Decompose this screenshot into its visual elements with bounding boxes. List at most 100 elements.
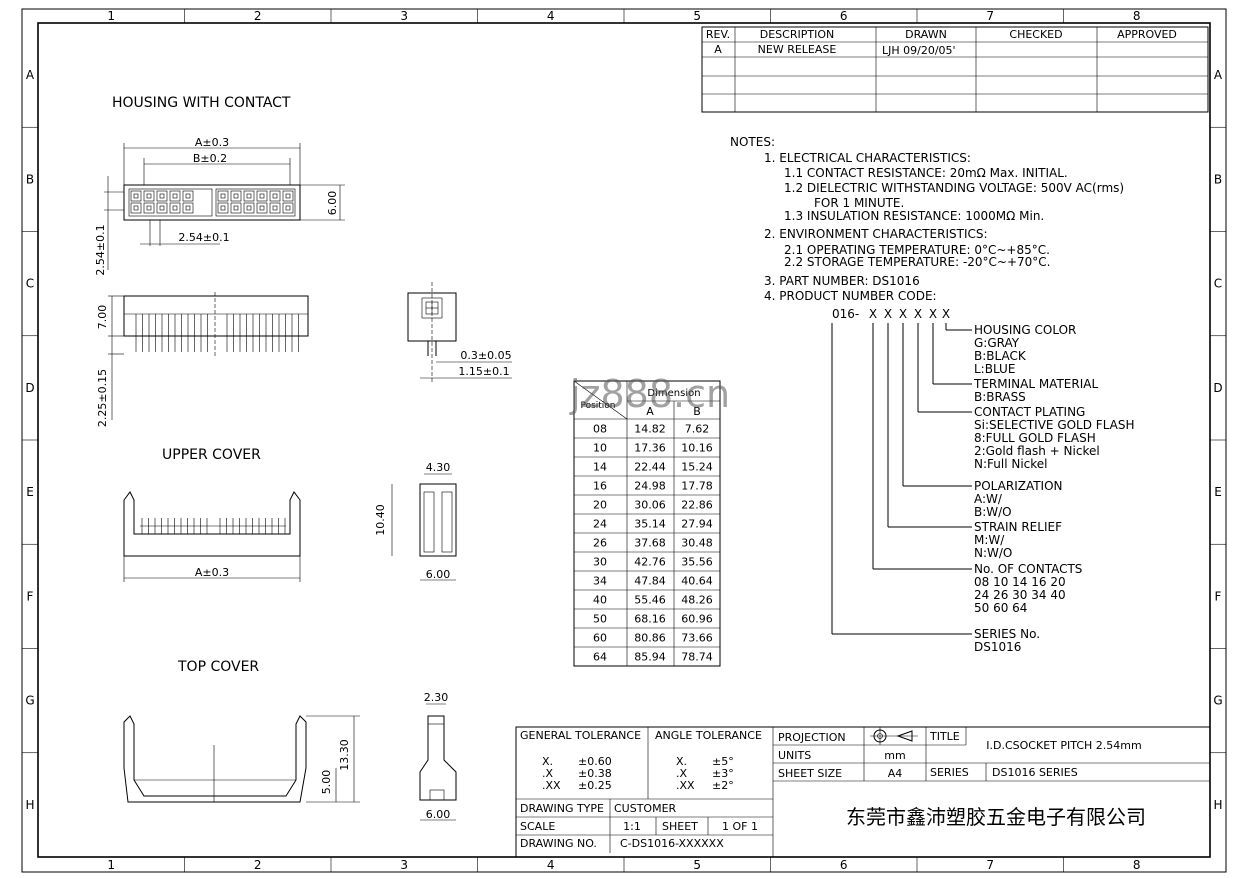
- product-code-group-title: SERIES No.: [974, 627, 1040, 641]
- angle-tolerance-value: ±5°: [712, 755, 734, 768]
- top-cover-dim-h1: 13.30: [338, 739, 351, 771]
- dim-table-b: 17.78: [681, 480, 713, 493]
- product-code-prefix: 016-: [832, 307, 859, 321]
- notes: NOTES: 1. ELECTRICAL CHARACTERISTICS:1.1…: [730, 135, 1124, 303]
- title-label: TITLE: [929, 730, 960, 743]
- scale-value: 1:1: [623, 820, 641, 833]
- product-code-slot: X: [884, 307, 892, 321]
- rev-header-description: DESCRIPTION: [760, 28, 834, 41]
- housing-dim-pitch-y: 2.54±0.1: [94, 224, 107, 275]
- title-block: GENERAL TOLERANCE ANGLE TOLERANCE X. ±0.6…: [515, 726, 1211, 858]
- series-label: SERIES: [930, 766, 969, 779]
- note-line: FOR 1 MINUTE.: [814, 196, 904, 210]
- housing-dim-side-h: 7.00: [96, 305, 109, 330]
- border-row-label: H: [25, 798, 34, 812]
- dim-table-position: 10: [593, 442, 607, 455]
- dim-table-b: 30.48: [681, 537, 713, 550]
- border-col-label: 4: [547, 9, 555, 23]
- drawing-type-value: CUSTOMER: [614, 802, 677, 815]
- sheet-size-label: SHEET SIZE: [778, 767, 842, 780]
- dim-table-a: 85.94: [634, 651, 666, 664]
- dim-table-position: 34: [593, 575, 607, 588]
- product-code-option: B:BRASS: [974, 390, 1026, 404]
- product-code-option: 8:FULL GOLD FLASH: [974, 431, 1096, 445]
- dim-table-col-b: B: [693, 405, 701, 418]
- product-code-option: 08 10 14 16 20: [974, 575, 1066, 589]
- housing-dim-end-b: 1.15±0.1: [458, 365, 509, 378]
- border-col-label: 4: [547, 858, 555, 872]
- product-code-group-title: No. OF CONTACTS: [974, 562, 1082, 576]
- housing-dim-pin: 2.25±0.15: [96, 369, 109, 427]
- housing-title: HOUSING WITH CONTACT: [112, 95, 291, 111]
- product-code-option: 50 60 64: [974, 601, 1027, 615]
- rev-header-drawn: DRAWN: [905, 28, 947, 41]
- border-col-label: 2: [254, 858, 262, 872]
- product-code-option: B:BLACK: [974, 349, 1027, 363]
- dim-table-b: 35.56: [681, 556, 713, 569]
- dim-table-b: 40.64: [681, 575, 713, 588]
- border-row-label: A: [26, 68, 35, 82]
- product-code-group-title: POLARIZATION: [974, 479, 1063, 493]
- note-line: 3. PART NUMBER: DS1016: [764, 274, 920, 288]
- product-code-option: M:W/: [974, 533, 1005, 547]
- general-tolerance-key: .X: [542, 767, 553, 780]
- angle-tolerance-key: X.: [676, 755, 687, 768]
- drawing-no-label: DRAWING NO.: [520, 837, 597, 850]
- upper-cover-title: UPPER COVER: [162, 447, 261, 463]
- rev-row-drawn: LJH 09/20/05': [882, 44, 956, 57]
- dim-table-col-a: A: [646, 405, 654, 418]
- product-code-option: DS1016: [974, 640, 1021, 654]
- rev-header-rev: REV.: [706, 28, 730, 41]
- border-col-label: 7: [986, 858, 994, 872]
- general-tolerance-value: ±0.25: [578, 779, 612, 792]
- dim-table-col-dimension: Dimension: [647, 388, 700, 399]
- top-cover-view: TOP COVER 13.30 5.00 2.30 6.00: [123, 659, 457, 821]
- general-tolerance-value: ±0.60: [578, 755, 612, 768]
- border-col-label: 1: [107, 858, 115, 872]
- border-row-label: B: [26, 172, 34, 186]
- upper-cover-dim-w: 4.30: [426, 461, 451, 474]
- general-tolerance-label: GENERAL TOLERANCE: [520, 729, 641, 742]
- dim-table-a: 47.84: [634, 575, 666, 588]
- border-row-label: A: [1214, 68, 1223, 82]
- dim-table-b: 7.62: [685, 423, 710, 436]
- dim-table-position: 26: [593, 537, 607, 550]
- border-col-label: 5: [693, 858, 701, 872]
- dim-table-a: 30.06: [634, 499, 666, 512]
- dim-table-a: 35.14: [634, 518, 666, 531]
- watermark: jz888.cn: [569, 372, 730, 416]
- border-row-label: C: [1214, 277, 1222, 291]
- product-code-option: N:W/O: [974, 546, 1012, 560]
- angle-tolerance-label: ANGLE TOLERANCE: [655, 729, 762, 742]
- housing-dim-height: 6.00: [326, 191, 339, 216]
- note-line: 1.1 CONTACT RESISTANCE: 20mΩ Max. INITIA…: [784, 166, 1068, 180]
- note-line: 1.2 DIELECTRIC WITHSTANDING VOLTAGE: 500…: [784, 181, 1124, 195]
- product-code-slot: X: [942, 307, 950, 321]
- housing-view: HOUSING WITH CONTACT A±0.3 B±0.2 6.00 2.…: [94, 95, 512, 427]
- dim-table-position: 16: [593, 480, 607, 493]
- dim-table-position: 64: [593, 651, 607, 664]
- product-code-slot: X: [929, 307, 937, 321]
- border-col-label: 1: [107, 9, 115, 23]
- border-row-label: F: [1215, 589, 1222, 603]
- housing-dim-pitch-x: 2.54±0.1: [178, 231, 229, 244]
- top-cover-dim-h2: 5.00: [320, 770, 333, 795]
- revision-table: REV. DESCRIPTION DRAWN CHECKED APPROVED …: [701, 26, 1209, 113]
- note-line: 2.2 STORAGE TEMPERATURE: -20°C~+70°C.: [784, 255, 1051, 269]
- title-value: I.D.CSOCKET PITCH 2.54mm: [986, 739, 1141, 752]
- housing-dim-b: B±0.2: [193, 152, 227, 165]
- dim-table-a: 17.36: [634, 442, 666, 455]
- upper-cover-view: UPPER COVER A±0.3 4.30 10.40 6.00: [123, 447, 457, 582]
- upper-cover-dim-b: 6.00: [426, 568, 451, 581]
